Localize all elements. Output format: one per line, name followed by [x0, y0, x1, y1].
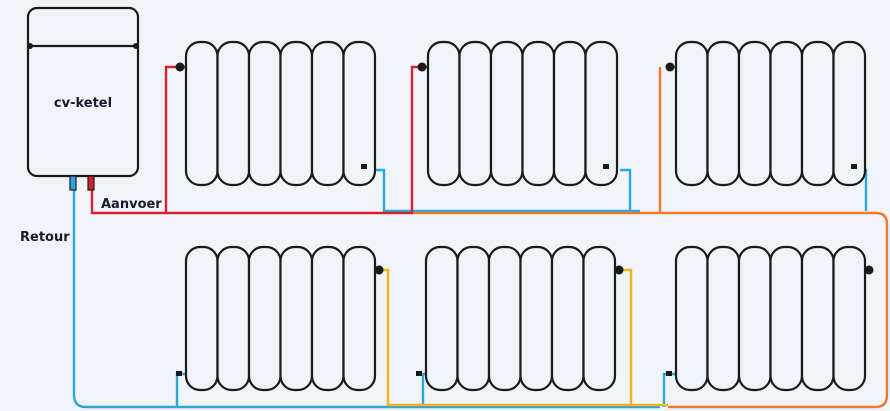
- radiator-section: [519, 245, 554, 392]
- boiler-body: [26, 6, 140, 178]
- radiator-section: [487, 245, 522, 392]
- return-label: Retour: [20, 230, 70, 245]
- radiator-section: [216, 40, 251, 187]
- radiator-r2: [417, 40, 619, 187]
- radiator-section: [674, 245, 709, 392]
- radiator-section: [769, 40, 804, 187]
- radiator-r4: [176, 245, 384, 392]
- radiator-section: [279, 40, 314, 187]
- radiator-section: [456, 245, 491, 392]
- radiators: [175, 40, 874, 392]
- radiator-section: [247, 245, 282, 392]
- supply-label: Aanvoer: [101, 197, 162, 212]
- lockshield-icon: [603, 164, 609, 169]
- return-riser-r4: [175, 372, 186, 407]
- radiator-section: [342, 245, 377, 392]
- radiator-section: [582, 245, 617, 392]
- boiler-hinge-left: [27, 43, 33, 49]
- boiler: cv-ketel: [26, 6, 140, 191]
- valve-icon: [614, 265, 624, 275]
- radiator-section: [800, 40, 835, 187]
- return-main-pipe: [72, 185, 660, 409]
- return-riser-r6: [662, 372, 680, 407]
- radiator-section: [706, 245, 741, 392]
- radiator-section: [737, 40, 772, 187]
- radiator-r3: [665, 40, 867, 187]
- boiler-return-connector: [69, 175, 77, 191]
- radiator-section: [426, 40, 461, 187]
- radiator-section: [184, 40, 219, 187]
- valve-icon: [665, 62, 675, 72]
- radiator-section: [550, 245, 585, 392]
- valve-icon: [374, 265, 384, 275]
- valve-icon: [864, 265, 874, 275]
- valve-icon: [175, 62, 185, 72]
- radiator-section: [674, 40, 709, 187]
- radiator-section: [832, 245, 867, 392]
- radiator-section: [216, 245, 251, 392]
- radiator-section: [342, 40, 377, 187]
- radiator-section: [424, 245, 459, 392]
- valve-icon: [417, 62, 427, 72]
- boiler-supply-connector: [87, 175, 95, 191]
- radiator-section: [706, 40, 741, 187]
- radiator-section: [458, 40, 493, 187]
- lockshield-icon: [416, 371, 422, 376]
- boiler-label: cv-ketel: [54, 96, 112, 111]
- radiator-section: [521, 40, 556, 187]
- return-branch-r1: [376, 168, 640, 213]
- lockshield-icon: [361, 164, 367, 169]
- supply-pipe-warm: [412, 65, 889, 409]
- radiator-section: [737, 245, 772, 392]
- return-branch-r2: [620, 168, 632, 211]
- radiator-section: [489, 40, 524, 187]
- radiator-section: [310, 40, 345, 187]
- radiator-section: [310, 245, 345, 392]
- radiator-section: [247, 40, 282, 187]
- radiator-section: [584, 40, 619, 187]
- radiator-r6: [666, 245, 874, 392]
- radiator-section: [800, 245, 835, 392]
- radiator-section: [279, 245, 314, 392]
- lockshield-icon: [851, 164, 857, 169]
- boiler-hinge-right: [133, 43, 139, 49]
- radiator-section: [769, 245, 804, 392]
- lockshield-icon: [176, 371, 182, 376]
- radiator-r5: [416, 245, 624, 392]
- lockshield-icon: [666, 371, 672, 376]
- radiator-r1: [175, 40, 377, 187]
- radiator-section: [552, 40, 587, 187]
- radiator-section: [184, 245, 219, 392]
- radiator-section: [832, 40, 867, 187]
